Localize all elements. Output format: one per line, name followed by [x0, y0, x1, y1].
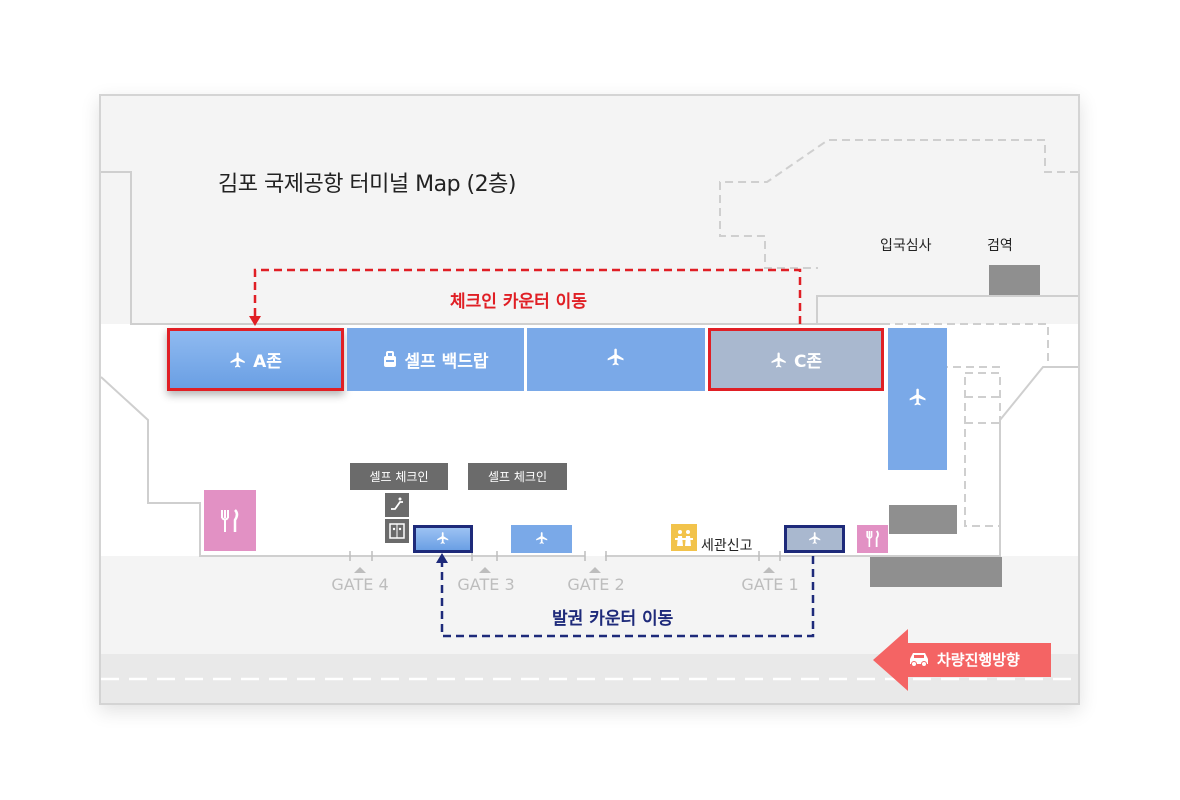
- car-icon: [907, 650, 931, 672]
- vehicle-direction-label: 차량진행방향: [937, 651, 1020, 669]
- elevator-icon: [385, 519, 409, 543]
- exit-block: [870, 557, 1002, 587]
- map-title: 김포 국제공항 터미널 Map (2층): [218, 172, 516, 197]
- gate-4-label: GATE 4: [331, 575, 389, 594]
- airplane-icon: [606, 347, 626, 372]
- checkin-route-line: [253, 268, 802, 324]
- service-block: [889, 505, 957, 534]
- airplane-icon: [229, 351, 247, 369]
- immigration-label: 입국심사: [880, 238, 932, 254]
- ticketing-route-label: 발권 카운터 이동: [552, 609, 674, 629]
- customs-icon: [671, 524, 697, 551]
- quarantine-label: 검역: [987, 238, 1013, 254]
- self-bag-drop-counter[interactable]: 셀프 백드랍: [347, 328, 524, 391]
- checkin-route-label: 체크인 카운터 이동: [450, 292, 587, 312]
- c-zone-counter[interactable]: C존: [708, 328, 884, 391]
- ticketing-route-arrowhead: [436, 553, 448, 563]
- gate-1-label: GATE 1: [741, 575, 799, 594]
- restaurant-icon: [204, 490, 256, 551]
- escalator-icon: [385, 493, 409, 517]
- a-zone-label: A존: [253, 352, 282, 372]
- gate-1-counter[interactable]: [784, 525, 845, 553]
- c-zone-label: C존: [793, 352, 823, 372]
- vehicle-direction-badge: 차량진행방향: [873, 629, 1051, 691]
- gate-2-label: GATE 2: [567, 575, 625, 594]
- ticketing-route-line: [440, 556, 815, 638]
- gate-3-label: GATE 3: [457, 575, 515, 594]
- airplane-icon: [770, 351, 788, 369]
- luggage-icon: [382, 350, 398, 369]
- quarantine-block: [989, 265, 1040, 295]
- airplane-icon: [808, 530, 822, 549]
- airplane-icon: [535, 530, 549, 549]
- restaurant-icon: [857, 525, 888, 553]
- self-checkin-label-1: 셀프 체크인: [350, 463, 448, 490]
- wall-line-left: [100, 376, 347, 557]
- checkin-route-arrowhead: [249, 316, 261, 326]
- b-zone-counter[interactable]: [527, 328, 705, 391]
- self-bag-drop-label: 셀프 백드랍: [404, 352, 489, 372]
- wall-line-right: [816, 295, 1078, 324]
- gate-2-counter[interactable]: [511, 525, 572, 553]
- wall-line-upper: [101, 171, 888, 325]
- international-counter[interactable]: [888, 328, 947, 470]
- self-checkin-label-2: 셀프 체크인: [468, 463, 567, 490]
- a-zone-counter[interactable]: A존: [167, 328, 344, 391]
- customs-label: 세관신고: [701, 538, 753, 554]
- gate-4-counter[interactable]: [413, 525, 473, 553]
- airplane-icon: [908, 387, 928, 412]
- airplane-icon: [436, 530, 450, 549]
